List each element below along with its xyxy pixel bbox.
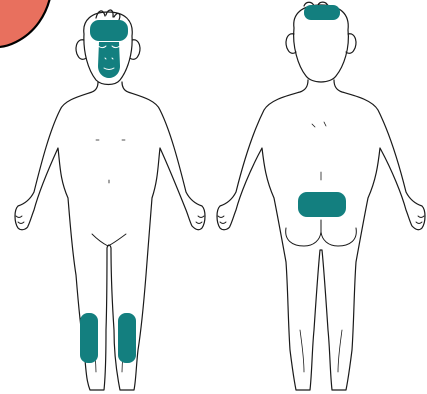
back-highlights bbox=[298, 5, 346, 217]
front-hand-left bbox=[16, 216, 24, 224]
corner-badge bbox=[0, 0, 50, 47]
front-forehead-highlight bbox=[90, 20, 128, 41]
back-buttocks bbox=[286, 220, 357, 246]
back-body-outline bbox=[217, 80, 425, 390]
back-leg-lines bbox=[300, 330, 342, 372]
back-hand-right bbox=[416, 216, 424, 224]
front-hand-right bbox=[196, 216, 204, 224]
back-lower-back-highlight bbox=[298, 192, 346, 217]
back-hand-left bbox=[218, 216, 226, 224]
back-head-highlight bbox=[304, 5, 340, 20]
front-highlights bbox=[80, 20, 136, 363]
back-shoulder-marks bbox=[312, 122, 326, 127]
front-chest-marks bbox=[96, 140, 125, 183]
front-body-outline bbox=[15, 82, 205, 390]
front-groin bbox=[92, 234, 126, 246]
front-thigh-right-highlight bbox=[118, 313, 136, 363]
front-thigh-left-highlight bbox=[80, 313, 98, 363]
